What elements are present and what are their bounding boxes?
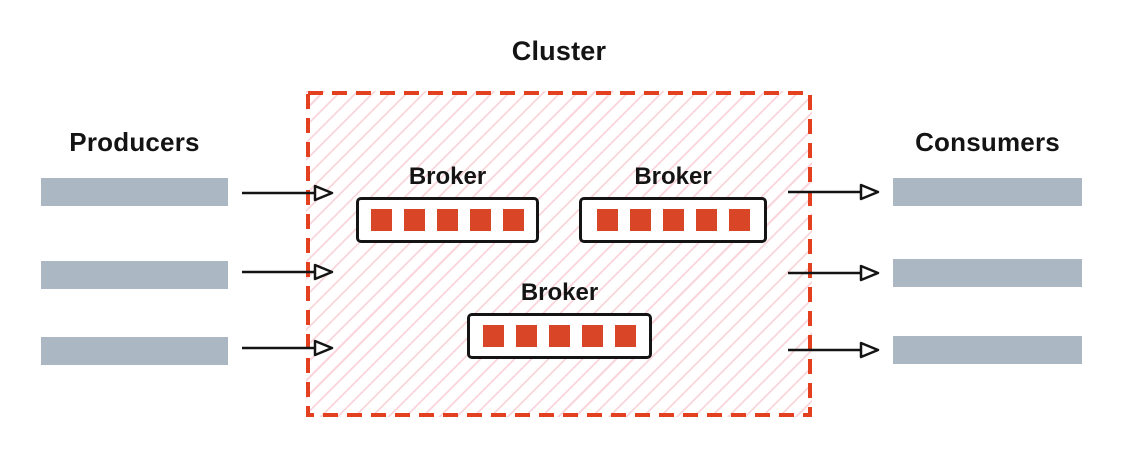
producer-bar — [41, 337, 228, 365]
partition-square — [728, 209, 750, 231]
consumer-bar — [893, 259, 1082, 287]
partition-square — [662, 209, 684, 231]
partition-square — [371, 209, 392, 231]
partition-square — [549, 325, 570, 347]
cluster-to-consumer-arrow — [788, 341, 880, 359]
consumer-bar — [893, 336, 1082, 364]
broker-label: Broker — [408, 163, 487, 190]
producer-to-cluster-arrow — [242, 263, 334, 281]
broker-label: Broker — [634, 163, 712, 190]
partition-square — [437, 209, 458, 231]
partition-square — [470, 209, 491, 231]
broker: Broker — [579, 163, 767, 243]
partition-square — [582, 325, 603, 347]
broker-box — [356, 197, 539, 243]
cluster-boundary — [306, 91, 812, 417]
producers-label: Producers — [69, 127, 200, 157]
broker-label: Broker — [520, 279, 599, 306]
partition-square — [483, 325, 504, 347]
cluster-dashed-border — [306, 91, 812, 417]
partition-square — [596, 209, 618, 231]
consumers-label: Consumers — [915, 127, 1060, 157]
broker-box — [467, 313, 652, 359]
cluster-to-consumer-arrow — [788, 183, 880, 201]
partition-square — [629, 209, 651, 231]
partition-square — [503, 209, 524, 231]
partition-square — [516, 325, 537, 347]
producer-to-cluster-arrow — [242, 184, 334, 202]
partition-square — [615, 325, 636, 347]
cluster-label: Cluster — [511, 36, 607, 66]
cluster-to-consumer-arrow — [788, 264, 880, 282]
broker-box — [579, 197, 767, 243]
producer-bar — [41, 261, 228, 289]
producer-to-cluster-arrow — [242, 339, 334, 357]
partition-square — [695, 209, 717, 231]
partition-square — [404, 209, 425, 231]
broker: Broker — [467, 279, 652, 359]
consumer-bar — [893, 178, 1082, 206]
broker: Broker — [356, 163, 539, 243]
producer-bar — [41, 178, 228, 206]
